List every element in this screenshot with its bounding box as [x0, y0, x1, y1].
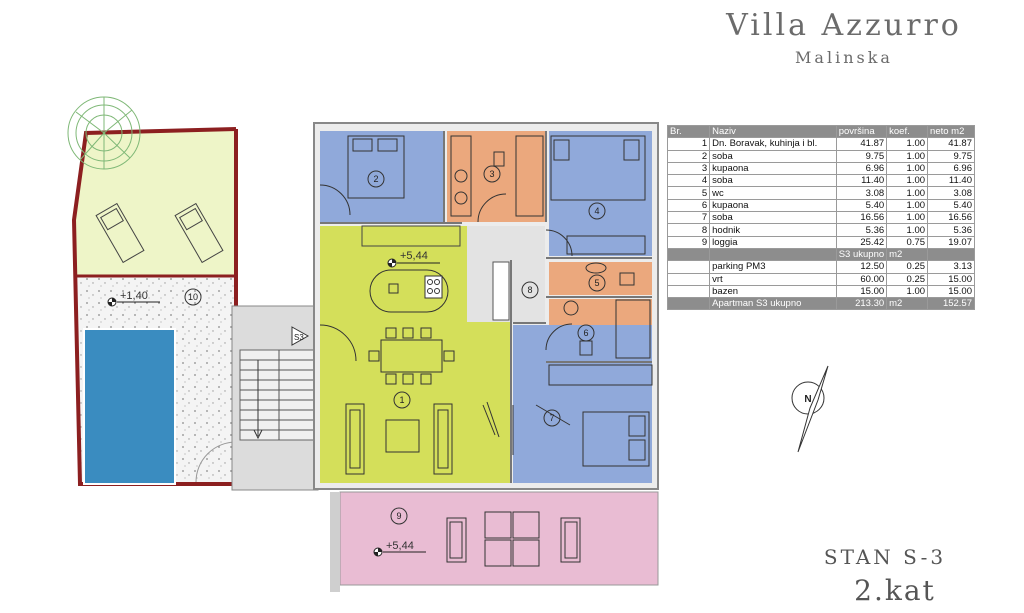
kitchen-counter — [361, 225, 461, 247]
dining-table — [368, 327, 455, 385]
col-koef: koef. — [886, 124, 929, 139]
wardrobe — [548, 364, 653, 386]
room-number-2: 2 — [373, 174, 378, 184]
interior-walls — [320, 131, 652, 483]
col-br: Br. — [666, 124, 711, 139]
bed — [550, 135, 646, 201]
stair-label: S3 — [294, 333, 304, 342]
apartment-label: STAN S-3 — [823, 545, 947, 569]
room-number-8: 8 — [527, 285, 532, 295]
room-number-3: 3 — [489, 169, 494, 179]
lawn — [74, 129, 236, 276]
door-swings — [319, 184, 573, 362]
door-arc — [512, 404, 571, 455]
north-label: N — [804, 394, 811, 405]
room-number-10: 10 — [188, 292, 198, 302]
elevation-bottom: +5,44 — [386, 540, 414, 552]
room-number-5: 5 — [594, 278, 599, 288]
room-number-4: 4 — [594, 206, 599, 216]
room-number-7: 7 — [549, 413, 554, 423]
room-number-9: 9 — [396, 511, 401, 521]
north-arrow-icon — [791, 365, 829, 453]
pool — [83, 328, 176, 485]
sun-lounger — [95, 202, 145, 264]
loggia-furniture — [446, 511, 581, 567]
room-markers — [184, 165, 606, 525]
sliding-door — [482, 401, 500, 438]
living-sofas — [345, 403, 453, 475]
room-number-6: 6 — [583, 328, 588, 338]
elevation-garden: +1,40 — [120, 290, 148, 302]
kitchen-island — [369, 269, 449, 313]
room-2 — [320, 131, 444, 222]
garden-door-arc — [195, 441, 237, 483]
location-subtitle: Malinska — [795, 48, 893, 67]
elevation-marker-icon — [373, 547, 426, 557]
staircase — [231, 305, 319, 491]
bed — [347, 135, 405, 199]
room-3 — [447, 131, 546, 222]
villa-title: Villa Azzurro — [726, 8, 962, 43]
elevation-marker-icon — [387, 258, 440, 268]
col-povrsina: površina — [835, 124, 888, 139]
bed — [582, 411, 650, 467]
stair-tag-icon — [291, 326, 310, 346]
col-neto: neto m2 — [927, 124, 975, 139]
col-naziv: Naziv — [709, 124, 837, 139]
floor-label: 2.kat — [854, 574, 936, 607]
wardrobe — [566, 235, 646, 255]
bathroom-fixtures — [450, 135, 651, 359]
room-number-1: 1 — [399, 395, 404, 405]
room-5 — [549, 262, 652, 295]
elevation-top: +5,44 — [400, 250, 428, 262]
room-4 — [549, 131, 652, 256]
elevation-marker-icon — [107, 297, 160, 307]
loggia-wall — [330, 492, 340, 592]
tree-icon — [67, 96, 141, 170]
garden-area — [67, 96, 238, 486]
hallway-shelf — [492, 261, 510, 321]
sun-lounger — [174, 202, 224, 264]
